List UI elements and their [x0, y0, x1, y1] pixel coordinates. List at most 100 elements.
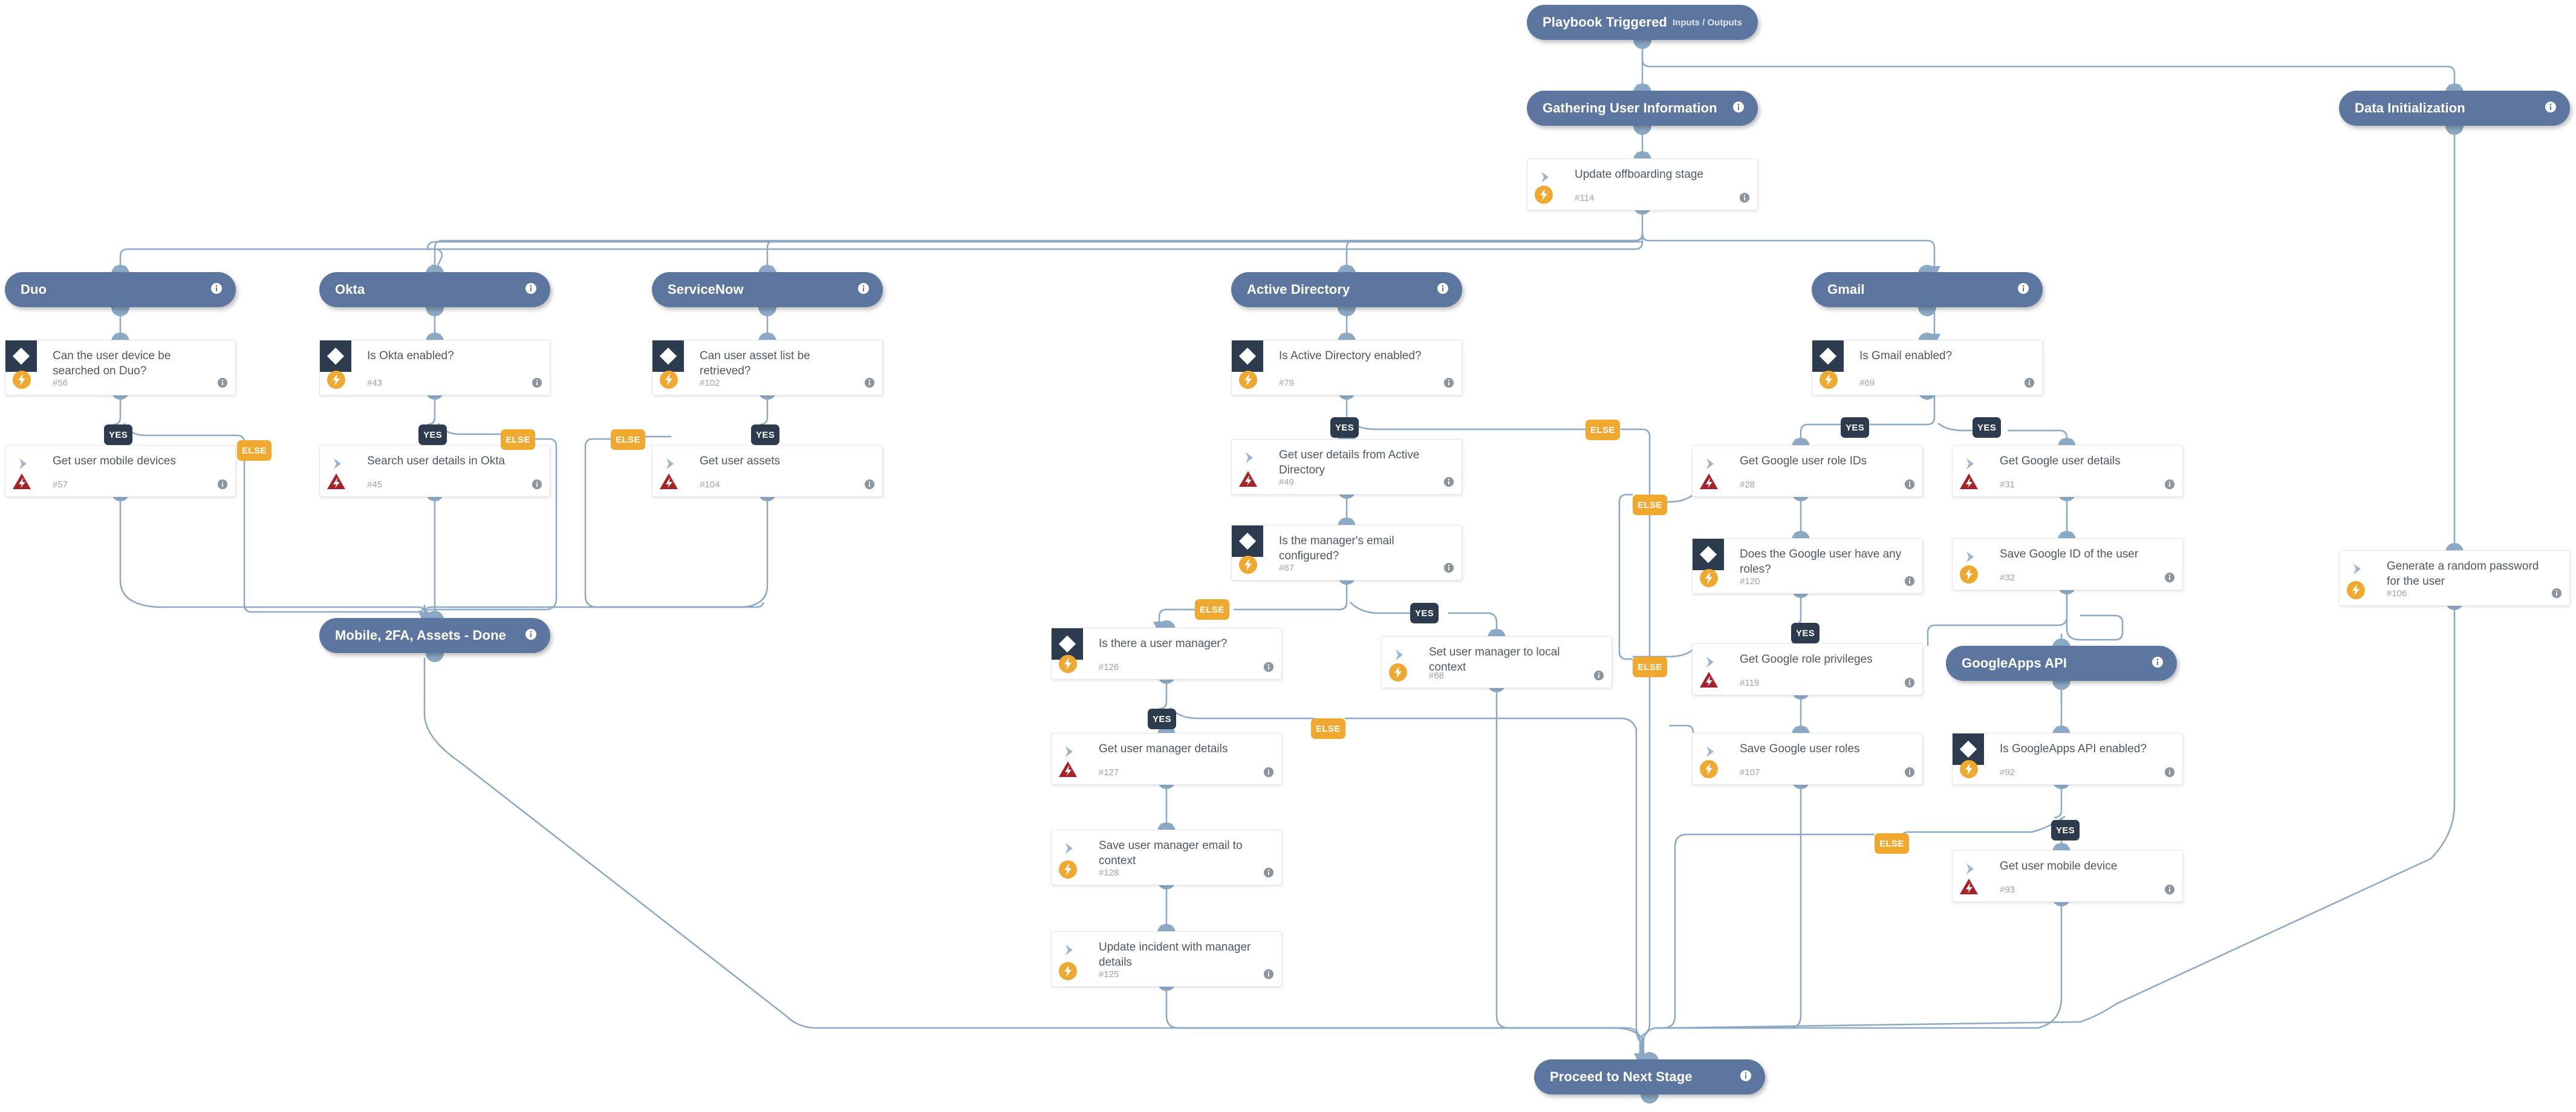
stage-gathering-user-information[interactable]: Gathering User Information	[1527, 91, 1758, 126]
card-does-the-google-user-have-any-roles[interactable]: Does the Google user have any roles? #12…	[1692, 538, 1923, 594]
info-icon[interactable]	[2545, 101, 2557, 116]
card-get-user-mobile-devices[interactable]: Get user mobile devices #57	[5, 445, 236, 497]
info-icon[interactable]	[525, 282, 537, 298]
info-icon[interactable]	[864, 377, 875, 388]
info-icon[interactable]	[1263, 969, 1274, 980]
card-is-okta-enabled[interactable]: Is Okta enabled? #43	[319, 340, 550, 395]
info-icon[interactable]	[1443, 377, 1454, 388]
info-icon[interactable]	[1443, 562, 1454, 573]
card-is-googleapps-api-enabled[interactable]: Is GoogleApps API enabled? #92	[1952, 733, 2183, 785]
action-chevron-icon	[1962, 860, 1979, 877]
info-icon[interactable]	[217, 377, 228, 388]
connector-pill-okta-yes[interactable]: YES	[418, 424, 447, 445]
card-get-user-manager-details[interactable]: Get user manager details #127	[1051, 733, 1282, 785]
stage-proceed-to-next-stage[interactable]: Proceed to Next Stage	[1534, 1059, 1765, 1094]
stage-playbook-triggered[interactable]: Playbook Triggered Inputs / Outputs	[1527, 5, 1758, 40]
info-icon[interactable]	[1437, 282, 1449, 298]
card-save-user-manager-email-to-context[interactable]: Save user manager email to context #128	[1051, 830, 1282, 885]
card-set-user-manager-to-local-context[interactable]: Set user manager to local context #68	[1381, 636, 1612, 688]
info-icon[interactable]	[2551, 588, 2562, 599]
card-update-incident-with-manager-details[interactable]: Update incident with manager details #12…	[1051, 931, 1282, 987]
connector-pill-user-manager-else[interactable]: ELSE	[1311, 718, 1345, 739]
action-chevron-icon	[1962, 548, 1979, 565]
card-id: #56	[53, 378, 68, 388]
connector-pill-gmail-else[interactable]: ELSE	[1633, 495, 1667, 515]
stage-okta[interactable]: Okta	[319, 272, 550, 307]
stage-gmail[interactable]: Gmail	[1812, 272, 2043, 307]
card-get-user-details-from-active-directory[interactable]: Get user details from Active Directory #…	[1231, 439, 1462, 495]
card-is-there-a-user-manager[interactable]: Is there a user manager? #126	[1051, 628, 1282, 680]
card-save-google-user-roles[interactable]: Save Google user roles #107	[1692, 733, 1923, 785]
connector-pill-gmail-yes-right[interactable]: YES	[1973, 417, 2002, 438]
card-can-user-asset-list-be-retrieved[interactable]: Can user asset list be retrieved? #102	[652, 340, 883, 395]
info-icon[interactable]	[1904, 479, 1915, 490]
connector-pill-manager-email-yes[interactable]: YES	[1410, 603, 1439, 623]
card-get-user-mobile-device[interactable]: Get user mobile device #93	[1952, 850, 2183, 902]
info-icon[interactable]	[2017, 282, 2029, 298]
info-icon[interactable]	[1904, 767, 1915, 778]
info-icon[interactable]	[1904, 576, 1915, 587]
card-get-google-user-details[interactable]: Get Google user details #31	[1952, 445, 2183, 497]
info-icon[interactable]	[2164, 572, 2175, 583]
card-update-offboarding-stage[interactable]: Update offboarding stage #114	[1527, 158, 1758, 210]
card-search-user-details-in-okta[interactable]: Search user details in Okta #45	[319, 445, 550, 497]
connector-pill-user-manager-yes[interactable]: YES	[1148, 709, 1177, 729]
card-get-user-assets[interactable]: Get user assets #104	[652, 445, 883, 497]
connector-pill-googleapps-yes[interactable]: YES	[2051, 820, 2080, 841]
connector-pill-servicenow-yes[interactable]: YES	[751, 424, 780, 445]
info-icon[interactable]	[857, 282, 870, 298]
info-icon[interactable]	[1593, 670, 1604, 681]
card-is-the-managers-email-configured[interactable]: Is the manager's email configured? #67	[1231, 525, 1462, 580]
info-icon[interactable]	[1443, 476, 1454, 487]
info-icon[interactable]	[864, 479, 875, 490]
card-is-gmail-enabled[interactable]: Is Gmail enabled? #69	[1812, 340, 2043, 395]
connector-pill-googleapps-else[interactable]: ELSE	[1875, 833, 1909, 854]
card-get-google-user-role-ids[interactable]: Get Google user role IDs #28	[1692, 445, 1923, 497]
info-icon[interactable]	[2164, 884, 2175, 895]
stage-active-directory[interactable]: Active Directory	[1231, 272, 1462, 307]
info-icon[interactable]	[2164, 767, 2175, 778]
stage-data-initialization[interactable]: Data Initialization	[2339, 91, 2570, 126]
connector-pill-active-directory-yes[interactable]: YES	[1330, 417, 1359, 438]
info-icon[interactable]	[1740, 1070, 1752, 1085]
info-icon[interactable]	[525, 628, 537, 643]
info-icon[interactable]	[2164, 479, 2175, 490]
info-icon[interactable]	[217, 479, 228, 490]
connector-pill-roles-yes[interactable]: YES	[1791, 623, 1820, 643]
stage-mobile-2fa-assets-done[interactable]: Mobile, 2FA, Assets - Done	[319, 618, 550, 653]
connector-pill-duo-else[interactable]: ELSE	[237, 440, 272, 461]
stage-googleapps-api[interactable]: GoogleApps API	[1946, 646, 2177, 681]
card-can-user-device-be-searched-on-duo[interactable]: Can the user device be searched on Duo? …	[5, 340, 236, 395]
port-bottom	[1633, 126, 1651, 135]
connector-pill-roles-else[interactable]: ELSE	[1633, 657, 1667, 677]
info-icon[interactable]	[1263, 662, 1274, 672]
info-icon[interactable]	[1732, 101, 1745, 116]
info-icon[interactable]	[532, 377, 542, 388]
card-save-google-id-of-the-user[interactable]: Save Google ID of the user #32	[1952, 538, 2183, 590]
info-icon[interactable]	[2152, 656, 2164, 671]
pill-label: ELSE	[1638, 499, 1662, 510]
port-bottom	[2445, 126, 2464, 135]
stage-duo[interactable]: Duo	[5, 272, 236, 307]
connector-pill-active-directory-else[interactable]: ELSE	[1586, 420, 1620, 440]
info-icon[interactable]	[532, 479, 542, 490]
info-icon[interactable]	[1263, 767, 1274, 778]
action-chevron-icon	[1061, 840, 1078, 857]
connector-pill-duo-yes[interactable]: YES	[104, 424, 133, 445]
info-icon[interactable]	[1263, 867, 1274, 878]
stage-servicenow[interactable]: ServiceNow	[652, 272, 883, 307]
connector-pill-servicenow-else[interactable]: ELSE	[611, 429, 645, 450]
connector-pill-manager-email-else[interactable]: ELSE	[1195, 599, 1229, 620]
action-chevron-icon	[2349, 561, 2366, 577]
card-title: Get Google user details	[2000, 455, 2121, 467]
connector-pill-okta-else[interactable]: ELSE	[501, 429, 535, 450]
info-icon[interactable]	[1739, 192, 1750, 203]
info-icon[interactable]	[210, 282, 223, 298]
info-icon[interactable]	[2024, 377, 2035, 388]
connector-pill-gmail-yes-left[interactable]: YES	[1841, 417, 1870, 438]
card-is-active-directory-enabled[interactable]: Is Active Directory enabled? #79	[1231, 340, 1462, 395]
info-icon[interactable]	[1904, 677, 1915, 688]
card-get-google-role-privileges[interactable]: Get Google role privileges #119	[1692, 643, 1923, 695]
card-generate-a-random-password-for-the-user[interactable]: Generate a random password for the user …	[2339, 550, 2570, 606]
